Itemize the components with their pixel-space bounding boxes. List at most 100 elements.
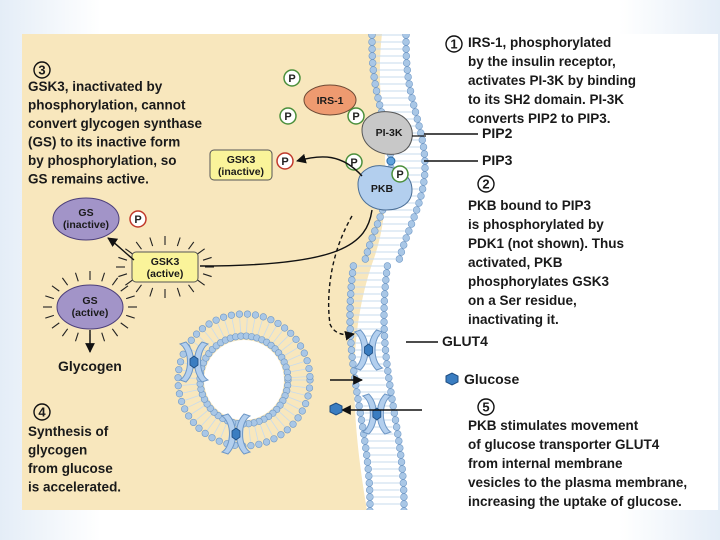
vesicle-lipid-outer — [181, 405, 189, 413]
vesicle-lipid-outer — [212, 316, 220, 324]
lipid-head-outer — [395, 437, 403, 445]
vesicle-lipid-outer — [303, 357, 311, 365]
lipid-head-inner — [366, 507, 374, 510]
activity-ray — [135, 241, 142, 250]
step3-line: GSK3, inactivated by — [28, 79, 163, 94]
lipid-head-outer — [400, 493, 408, 501]
pip3-lipid — [386, 156, 396, 166]
lipid-head-inner — [371, 227, 379, 235]
lipid-head-outer — [396, 444, 404, 452]
vesicle-lipid-outer — [195, 424, 203, 432]
lipid-head-outer — [402, 234, 410, 242]
vesicle-lipid-outer — [255, 440, 263, 448]
vesicle-lipid-tail — [199, 336, 210, 347]
lipid-head-outer — [383, 360, 391, 368]
glucose-label: Glucose — [464, 371, 519, 387]
lipid-head-outer — [405, 227, 413, 235]
activity-ray — [125, 314, 135, 319]
lipid-head-outer — [405, 80, 413, 88]
vesicle-lipid-outer — [251, 311, 260, 319]
phosphate-irs1-right: P — [347, 107, 365, 125]
lipid-head-outer — [399, 486, 408, 494]
glut4-vesicle — [174, 310, 314, 455]
step4-line: Synthesis of — [28, 424, 109, 439]
step2-line: PDK1 (not shown). Thus — [468, 236, 624, 251]
vesicle-glut4-bottom — [220, 413, 252, 455]
lipid-head-outer — [381, 339, 389, 347]
vesicle-lipid-tail — [291, 385, 306, 388]
activity-ray — [125, 295, 135, 300]
irs1-protein — [303, 84, 357, 116]
svg-text:P: P — [134, 214, 141, 226]
gs-inactive: GS (inactive) — [52, 197, 120, 241]
lipid-head-outer — [397, 248, 406, 256]
vesicle-lipid-outer — [292, 335, 300, 343]
lipid-head-outer — [399, 479, 408, 487]
vesicle-lipid-outer — [208, 434, 216, 442]
phosphate-gsk3: P — [276, 152, 294, 170]
lipid-head-inner — [350, 367, 358, 375]
irs1-complex: IRS-1 PI-3K — [303, 84, 426, 155]
lipid-head-inner — [347, 339, 355, 347]
lipid-head-outer — [380, 332, 389, 340]
vesicle-lipid-inner — [284, 374, 292, 382]
lipid-head-outer — [402, 59, 411, 67]
lipid-head-inner — [362, 451, 371, 459]
vesicle-lipid-tail — [277, 335, 289, 347]
step1-number: 1 — [450, 37, 457, 52]
vesicle-lipid-tail — [290, 391, 305, 396]
vesicle-lipid-tail — [210, 327, 219, 340]
phosphate-gs: P — [129, 210, 147, 228]
vesicle-lipid-outer — [174, 374, 182, 382]
gsk3-active: GSK3 (active) — [116, 236, 214, 298]
gsk3-inactive-state: (inactive) — [218, 166, 264, 178]
vesicle-lipid-tail — [188, 400, 202, 408]
activity-ray — [61, 277, 69, 286]
lipid-head-inner — [348, 276, 356, 284]
phosphate-irs1-bottom: P — [279, 107, 297, 125]
lipid-head-outer — [418, 136, 426, 144]
lipid-head-inner — [357, 416, 366, 424]
vesicle-lipid-tail — [191, 405, 204, 415]
activity-ray — [176, 237, 181, 247]
step5-line: vesicles to the plasma membrane, — [468, 475, 687, 490]
activity-ray — [101, 272, 106, 282]
pkb-label: PKB — [371, 183, 394, 195]
vesicle-lipid-outer — [281, 324, 289, 332]
gs-active-label: GS — [82, 295, 97, 307]
step5-line: PKB stimulates movement — [468, 418, 639, 433]
lipid-head-inner — [368, 34, 376, 39]
gsk3-active-rays — [116, 236, 214, 298]
lipid-head-inner — [353, 388, 361, 396]
step5-number-circle — [477, 398, 495, 416]
vesicle-lipid-tail — [284, 347, 298, 356]
lipid-head-inner — [349, 262, 358, 270]
vesicle-lipid-outer — [174, 382, 182, 390]
step2-line: PKB bound to PIP3 — [468, 198, 591, 213]
gs-inactive-state: (inactive) — [63, 219, 109, 231]
lipid-head-inner — [366, 493, 374, 501]
lipid-head-outer — [389, 402, 397, 410]
lipid-head-outer — [395, 255, 404, 263]
vesicle-lipid-outer — [305, 364, 313, 373]
vesicle-lipid-outer — [227, 311, 236, 319]
lipid-head-inner — [361, 437, 369, 445]
svg-text:P: P — [350, 157, 357, 169]
arrow-pkb-to-gsk3 — [296, 153, 363, 177]
gsk3-inactive-label: GSK3 — [227, 154, 256, 166]
step1-line: activates PI-3K by binding — [468, 73, 636, 88]
lipid-head-outer — [380, 311, 388, 319]
lipid-head-outer — [420, 178, 428, 186]
svg-text:P: P — [281, 156, 288, 168]
activity-ray — [202, 256, 212, 261]
lipid-head-inner — [365, 486, 374, 494]
svg-text:P: P — [352, 111, 359, 123]
arrow-gsk3-to-gs — [107, 237, 135, 261]
vesicle-lipid-outer — [176, 358, 185, 366]
activity-ray — [188, 284, 195, 293]
lipid-head-inner — [346, 332, 355, 340]
phosphate-irs1-top: P — [283, 69, 301, 87]
vesicle-lipid-tail — [239, 318, 242, 333]
vesicle-lipid-tail — [217, 323, 225, 337]
